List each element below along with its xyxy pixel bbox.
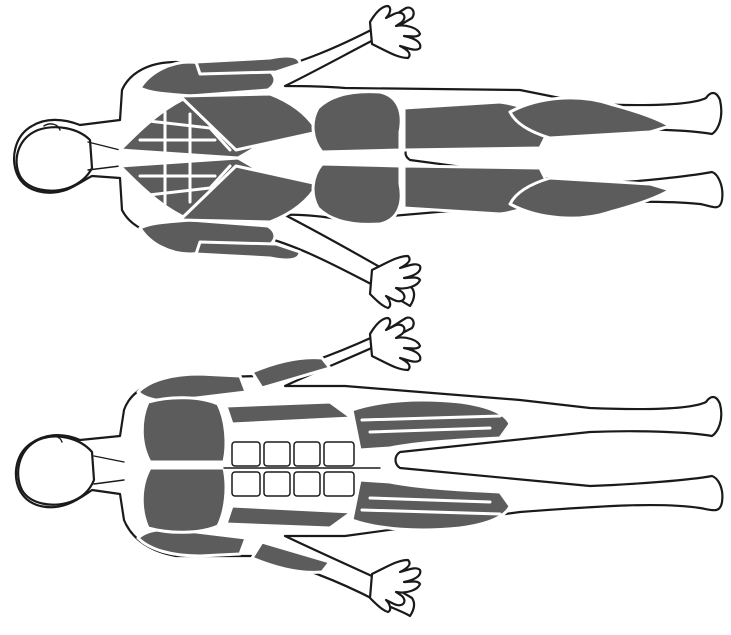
ab-segment xyxy=(294,472,320,496)
posterior-calf-upper xyxy=(510,98,670,138)
anterior-head xyxy=(18,436,94,504)
ab-segment xyxy=(324,442,354,466)
posterior-figure xyxy=(14,6,722,308)
posterior-triceps-lower xyxy=(196,242,300,260)
ab-segment xyxy=(294,442,320,466)
ab-segment xyxy=(264,472,290,496)
posterior-gluteus-upper xyxy=(313,92,401,152)
anterior-pectoral-upper xyxy=(142,398,226,462)
posterior-gluteus-lower xyxy=(313,164,401,224)
anterior-body-outline xyxy=(16,318,723,616)
anterior-figure xyxy=(16,318,723,616)
posterior-calf-lower xyxy=(510,178,670,218)
ab-segment xyxy=(324,472,354,496)
posterior-head xyxy=(17,127,92,190)
ab-segment xyxy=(232,472,260,496)
ab-segment xyxy=(264,442,290,466)
anterior-pectoral-lower xyxy=(142,468,226,532)
ab-segment xyxy=(232,442,260,466)
